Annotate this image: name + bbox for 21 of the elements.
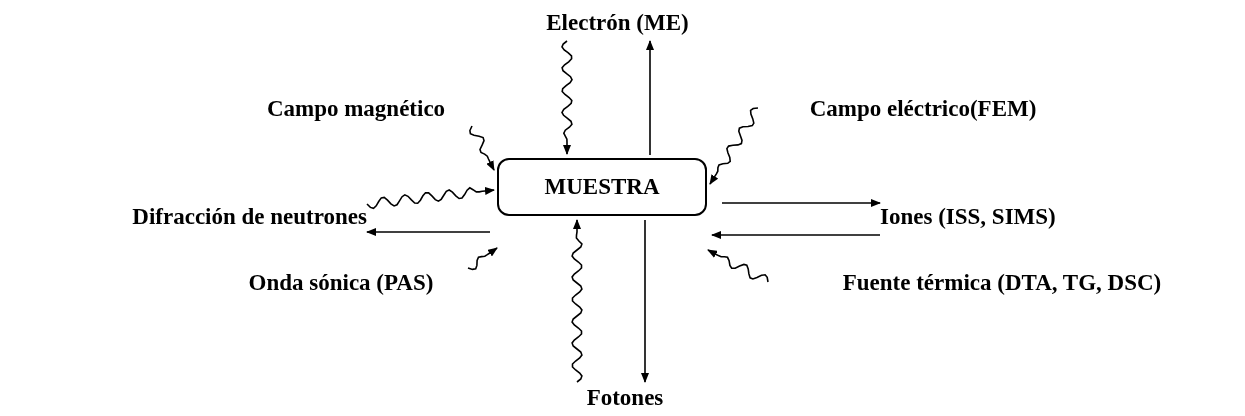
wavy-arrow (709, 107, 759, 185)
label-text: Campo magnético (220, 92, 492, 126)
label-text: Difracción de neutrones (5, 196, 367, 238)
label-text: Campo eléctrico(FEM) (758, 92, 1088, 126)
arrow (641, 219, 649, 383)
sample-box: MUESTRA (497, 158, 707, 216)
wavy-arrow (469, 125, 495, 171)
label-text: Onda sónica (PAS) (205, 266, 477, 300)
arrow (711, 231, 881, 239)
wavy-arrow (467, 247, 498, 271)
wavy-arrow (366, 186, 495, 210)
wavy-arrow (571, 219, 583, 383)
wavy-arrow (707, 249, 769, 283)
arrow (646, 40, 654, 156)
arrow (721, 199, 881, 207)
label-text: Fotones (555, 382, 695, 414)
label-text: Iones (ISS, SIMS) (880, 196, 1170, 238)
wavy-arrow (561, 40, 573, 155)
arrow (366, 228, 491, 236)
label-text: Fuente térmica (DTA, TG, DSC) (766, 266, 1238, 300)
label-text: Electrón (ME) (505, 5, 730, 41)
